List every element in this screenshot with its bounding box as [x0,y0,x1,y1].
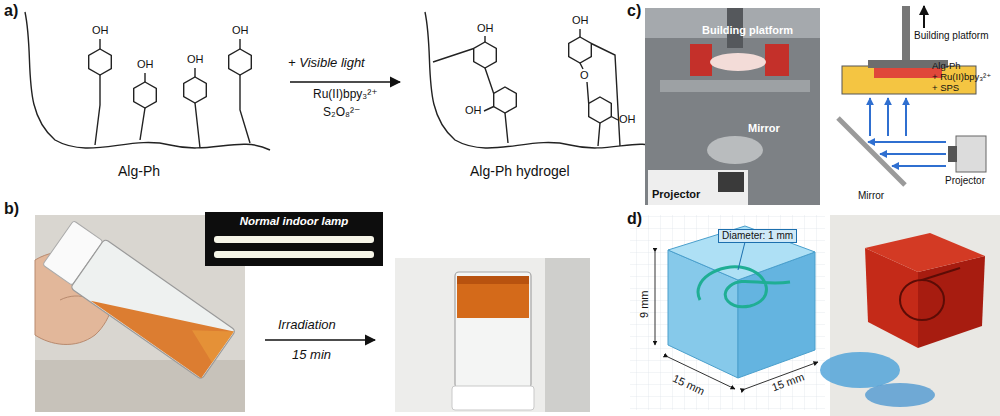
reagent-label: Ru(II)bpy₃²⁺ [313,88,378,102]
part-label: Mirror [858,190,884,202]
lamp-box: Normal indoor lamp [205,212,383,266]
photo-label: Building platform [702,24,793,37]
part-label: Projector [945,175,985,187]
process-label: 15 min [292,348,331,363]
photo-label: Projector [652,188,700,201]
hydroxyl-label: OH [477,22,494,35]
hydroxyl-label: OH [572,14,589,27]
panel-letter: a) [4,2,18,20]
resin-label: + SPS [932,83,959,94]
hydroxyl-label: OH [137,58,154,71]
polymer-structure [25,12,270,150]
dimension-label: 15 mm [671,372,707,398]
dimension-label: 9 mm [638,291,651,319]
panel-letter: b) [4,200,19,218]
compound-name: Alg-Ph hydrogel [470,163,570,179]
process-label: Irradiation [278,318,336,333]
dimension-label: 15 mm [770,370,806,393]
reaction-arrow [290,81,400,83]
cad-model [630,215,825,410]
compound-name: Alg-Ph [118,163,160,179]
hydroxyl-label: OH [232,24,249,37]
reagent-label: S₂O₈²⁻ [323,106,360,120]
part-label: Building platform [914,30,988,42]
lamp-label: Normal indoor lamp [205,215,383,228]
panel-letter: d) [627,210,642,228]
atom-label: O [580,69,589,82]
callout-label: Diameter: 1 mm [718,229,797,243]
crosslinked-structure [425,12,660,150]
photo-inverted-vial [395,258,590,412]
photo-printer [645,8,820,205]
photo-label: Mirror [748,122,780,135]
resin-label: Alg-Ph [932,61,961,72]
photo-printed-gel [820,215,1000,416]
hydroxyl-label: OH [187,53,204,66]
hydroxyl-label: OH [92,24,109,37]
panel-letter: c) [627,2,641,20]
resin-label: + Ru(II)bpy₃²⁺ [932,72,991,83]
condition-label: + Visible light [288,56,365,71]
hydroxyl-label: OH [619,113,636,126]
process-arrow [265,339,375,341]
hydroxyl-label: OH [465,104,482,117]
